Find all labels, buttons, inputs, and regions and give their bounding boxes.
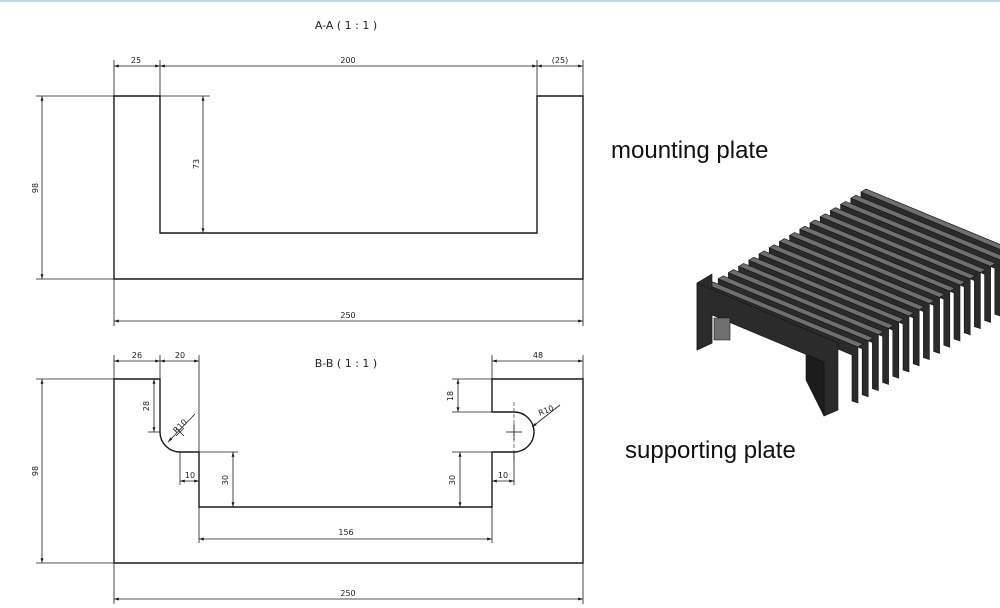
fold-top-edge	[860, 188, 1000, 250]
top-border-line	[0, 0, 1000, 2]
dim-aa-slot-width: 200	[340, 56, 355, 65]
dim-bb-slot-left-width: 20	[175, 351, 185, 360]
section-bb-title: B-B ( 1 : 1 )	[315, 357, 377, 370]
fold-top-edge	[799, 225, 956, 292]
dim-bb-left-notch: 28	[142, 401, 151, 411]
fold-top-edge	[819, 213, 976, 280]
dim-aa-total-width: 250	[340, 311, 355, 320]
fold-top-edge	[829, 207, 987, 273]
fold-top-edge	[778, 238, 936, 304]
fold-top-edge	[788, 232, 946, 298]
dim-aa-left-width: 25	[131, 56, 141, 65]
fold-top-edge	[748, 256, 905, 323]
section-aa-outline	[113, 95, 584, 280]
dim-bb-right-notch: 18	[446, 391, 455, 401]
dim-bb-right-offset: 10	[498, 471, 508, 480]
dim-bb-left-radius: R10	[171, 417, 189, 435]
dim-aa-right-width: (25)	[552, 56, 568, 65]
dim-aa-height: 98	[31, 183, 40, 193]
mounting-slot	[713, 317, 731, 341]
dim-bb-right-width: 48	[533, 351, 543, 360]
fold-top-edge	[758, 250, 915, 317]
bellows-cover-render	[696, 188, 1000, 417]
section-aa-title: A-A ( 1 : 1 )	[315, 19, 377, 32]
dim-bb-left-offset: 10	[185, 471, 195, 480]
end-plate-foot	[805, 354, 825, 417]
fold-top-edge	[809, 219, 966, 286]
dim-bb-left-step: 30	[221, 475, 230, 485]
dim-bb-height: 98	[31, 466, 40, 476]
section-bb: B-B ( 1 : 1 )	[31, 351, 584, 604]
fold-top-edge	[839, 201, 997, 267]
supporting-plate-label: supporting plate	[625, 437, 796, 464]
dim-bb-right-step: 30	[448, 475, 457, 485]
fold-top-edge	[850, 194, 1000, 261]
fold-top-edge	[768, 244, 925, 311]
section-bb-outline	[113, 378, 584, 564]
dim-bb-bottom-width: 156	[338, 528, 353, 537]
dim-bb-total-width: 250	[340, 589, 355, 598]
mounting-plate-label: mounting plate	[611, 137, 769, 164]
fold-top-edge	[737, 263, 895, 329]
dim-aa-slot-depth: 73	[192, 159, 201, 169]
dim-bb-left-width: 26	[132, 351, 142, 360]
fold-top-edge	[717, 275, 874, 342]
fold-top-edge	[727, 269, 885, 335]
section-aa: A-A ( 1 : 1 ) 25 200 (25) 98 73 250	[31, 19, 584, 326]
